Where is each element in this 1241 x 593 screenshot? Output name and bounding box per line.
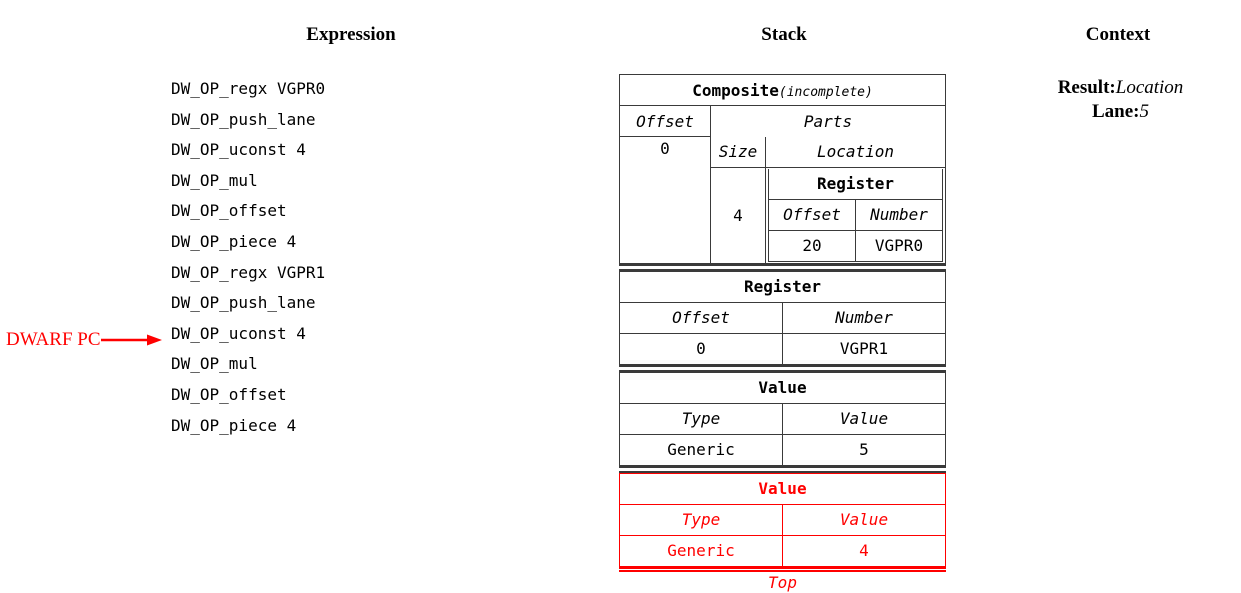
nested-register-number-value: VGPR0 — [855, 229, 943, 262]
stack-entry-value-top[interactable]: Value Type Value Generic 4 Top — [619, 472, 946, 593]
register-table: Register Offset Number 0 VGPR1 — [619, 270, 946, 365]
value-title: Value — [619, 371, 946, 403]
value-type-header: Type — [619, 402, 783, 435]
nested-register-offset-header: Offset — [768, 198, 856, 231]
nested-register-number-header: Number — [855, 198, 943, 231]
context-lane-value: 5 — [1139, 101, 1150, 122]
context-panel: Result:Location Lane:5 — [1000, 76, 1241, 124]
context-lane-key: Lane: — [1092, 101, 1140, 122]
page-title-context: Context — [1085, 24, 1151, 45]
composite-table: Composite(incomplete) Offset Parts 0 Siz… — [619, 74, 946, 264]
page-title-stack: Stack — [761, 24, 807, 45]
value-top-value-value: 4 — [782, 534, 946, 567]
dwarf-pc-label: DWARF PC — [6, 329, 101, 350]
composite-size-header: Size — [710, 136, 766, 168]
value-value-value: 5 — [782, 433, 946, 466]
page-title-expression: Expression — [306, 24, 396, 45]
value-top-table: Value Type Value Generic 4 — [619, 472, 946, 567]
nested-register-table: Register Offset Number 20 VGPR0 — [768, 168, 943, 262]
expression-line: DW_OP_uconst 4 — [171, 323, 306, 343]
expression-line: DW_OP_offset — [171, 201, 287, 221]
dwarf-pc-marker: DWARF PC — [6, 329, 163, 351]
value-top-value-header: Value — [782, 503, 946, 536]
value-table: Value Type Value Generic 5 — [619, 371, 946, 466]
expression-line: DW_OP_offset — [171, 384, 287, 404]
composite-location-header: Location — [765, 136, 946, 168]
expression-line: DW_OP_push_lane — [171, 109, 316, 129]
composite-part-location: Register Offset Number 20 VGPR0 — [765, 166, 946, 264]
expression-line: DW_OP_mul — [171, 354, 258, 374]
arrow-right-icon — [100, 334, 162, 346]
stack-top-label: Top — [768, 572, 797, 592]
value-value-header: Value — [782, 402, 946, 435]
composite-part-size: 4 — [710, 166, 766, 264]
composite-offset-value: 0 — [619, 136, 711, 264]
expression-list: DW_OP_regx VGPR0 DW_OP_push_lane DW_OP_u… — [171, 74, 431, 441]
register-number-value: VGPR1 — [782, 332, 946, 365]
value-top-type-header: Type — [619, 503, 783, 536]
stack-entry-composite[interactable]: Composite(incomplete) Offset Parts 0 Siz… — [619, 74, 946, 264]
context-result-key: Result: — [1057, 77, 1116, 98]
nested-register-offset-value: 20 — [768, 229, 856, 262]
context-result-row: Result:Location — [1000, 76, 1241, 100]
stack-panel: Composite(incomplete) Offset Parts 0 Siz… — [619, 74, 946, 593]
expression-line: DW_OP_mul — [171, 170, 258, 190]
value-type-value: Generic — [619, 433, 783, 466]
composite-title-suffix: (incomplete) — [778, 84, 873, 100]
expression-line: DW_OP_regx VGPR0 — [171, 79, 326, 98]
value-top-title: Value — [619, 472, 946, 504]
nested-register-title: Register — [768, 168, 943, 199]
stack-entry-value[interactable]: Value Type Value Generic 5 — [619, 371, 946, 466]
expression-line: DW_OP_uconst 4 — [171, 140, 306, 160]
composite-title: Composite(incomplete) — [619, 74, 946, 106]
stack-entry-separator — [619, 263, 946, 271]
expression-line: DW_OP_push_lane — [171, 293, 316, 313]
expression-line: DW_OP_piece 4 — [171, 415, 297, 435]
composite-parts-header: Parts — [710, 105, 946, 137]
value-top-type-value: Generic — [619, 534, 783, 567]
register-offset-value: 0 — [619, 332, 783, 365]
register-number-header: Number — [782, 301, 946, 334]
expression-line: DW_OP_regx VGPR1 — [171, 262, 326, 282]
expression-line: DW_OP_piece 4 — [171, 231, 297, 251]
stack-entry-separator — [619, 364, 946, 372]
stack-entry-separator — [619, 465, 946, 473]
context-lane-row: Lane:5 — [1000, 100, 1241, 124]
stack-entry-register[interactable]: Register Offset Number 0 VGPR1 — [619, 270, 946, 365]
stack-top-rule — [619, 566, 946, 572]
context-result-value: Location — [1115, 77, 1184, 98]
composite-offset-header: Offset — [619, 105, 711, 137]
composite-title-text: Composite — [692, 80, 779, 100]
register-title: Register — [619, 270, 946, 302]
register-offset-header: Offset — [619, 301, 783, 334]
